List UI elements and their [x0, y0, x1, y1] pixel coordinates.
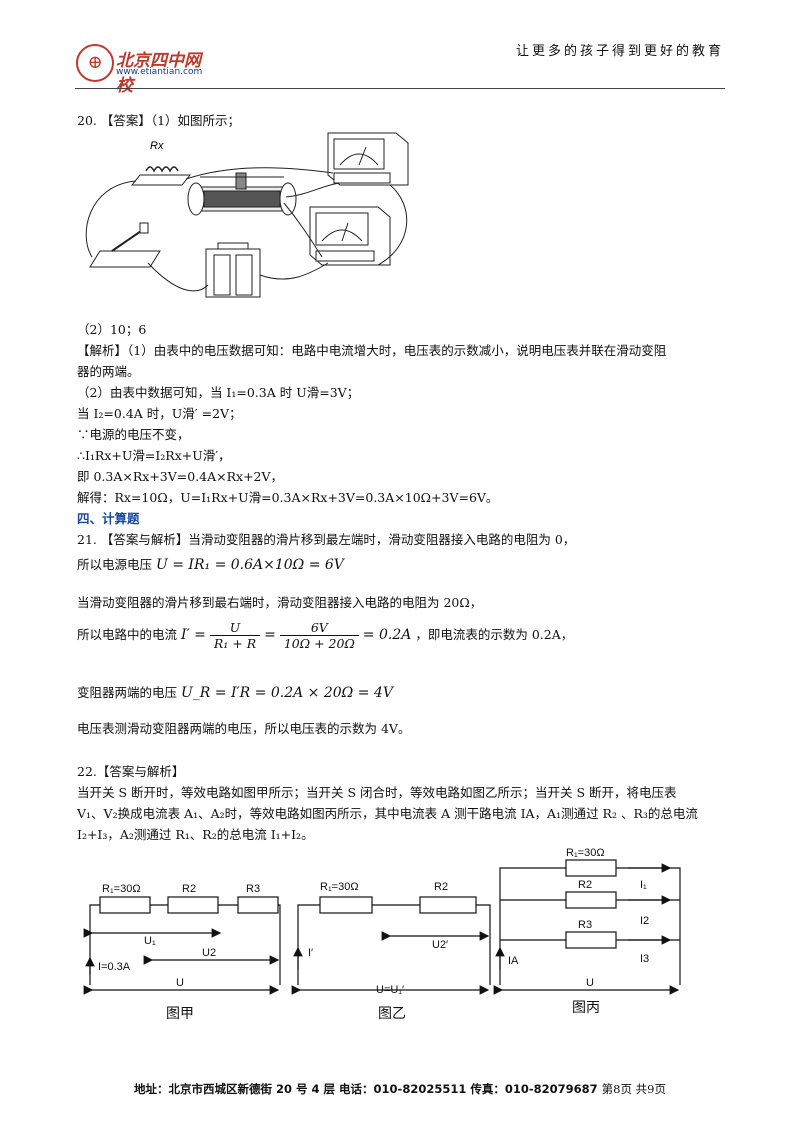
q21-eq2-rhs: = 0.2A: [362, 627, 412, 643]
rheostat-icon: [187, 172, 297, 216]
logo: ⊕ 北京四中网校 www.etiantian.com: [76, 44, 216, 96]
q20-analysis-4: 当 I₂=0.4A 时，U滑′ =2V；: [77, 406, 242, 421]
jia-r1-label: R₁=30Ω: [102, 883, 141, 895]
q21-line-4-text: 所以电路中的电流: [77, 627, 178, 642]
q21-line-3: 当滑动变阻器的滑片移到最右端时，滑动变阻器接入电路的电阻为 20Ω，: [77, 595, 483, 610]
jia-current-label: I=0.3A: [98, 961, 131, 973]
bing-u-label: U: [586, 977, 594, 989]
footer-page-number: 第8页 共9页: [601, 1082, 666, 1096]
ammeter-icon: [327, 132, 409, 186]
jia-r3-label: R3: [246, 883, 260, 895]
jia-u2-label: U2: [202, 947, 216, 959]
yi-r1-label: R₁=30Ω: [320, 881, 359, 893]
q21-line-1: 21. 【答案与解析】当滑动变阻器的滑片移到最左端时，滑动变阻器接入电路的电阻为…: [77, 532, 576, 547]
q21-line-5: 变阻器两端的电压 U_R = I′R = 0.2A × 20Ω = 4V: [77, 682, 393, 701]
yi-current-label: I′: [308, 947, 313, 959]
q20-analysis-1: 【解析】（1）由表中的电压数据可知：电路中电流增大时，电压表的示数减小，说明电压…: [77, 343, 667, 358]
logo-name: 北京四中网校: [116, 51, 201, 96]
jia-u-label: U: [176, 977, 184, 989]
q20-analysis-3: （2）由表中数据可知，当 I₁=0.3A 时 U滑=3V；: [77, 385, 360, 400]
logo-url: www.etiantian.com: [116, 67, 203, 77]
yi-u2-label: U2′: [432, 939, 448, 951]
circuit-diagrams: R₁=30Ω R2 R3 U₁ U2 I=0.3A U 图甲 R₁=30Ω R2…: [83, 847, 681, 1021]
header-divider: [75, 88, 725, 89]
q21-line-6: 电压表测滑动变阻器两端的电压，所以电压表的示数为 4V。: [77, 721, 411, 736]
rx-label: Rx: [150, 140, 164, 152]
q21-line-2-text: 所以电源电压: [77, 557, 153, 572]
q21-eq2-lhs: I′ =: [181, 627, 206, 643]
yi-u-label: U=U₁′: [376, 984, 404, 996]
section-heading: 四、计算题: [77, 511, 140, 526]
q20-analysis-6: ∴I₁Rx+U滑=I₂Rx+U滑′，: [77, 448, 231, 463]
q20-analysis-8: 解得：Rx=10Ω，U=I₁Rx+U滑=0.3A×Rx+3V=0.3A×10Ω+…: [77, 490, 499, 505]
q20-analysis-2: 器的两端。: [77, 364, 140, 379]
battery-icon: [205, 242, 261, 298]
slogan: 让更多的孩子得到更好的教育: [515, 44, 724, 59]
q22-line-3: V₁、V₂换成电流表 A₁、A₂时，等效电路如图丙所示，其中电流表 A 测干路电…: [77, 806, 698, 821]
bing-i2-label: I2: [640, 915, 649, 927]
q20-analysis-7: 即 0.3A×Rx+3V=0.4A×Rx+2V，: [77, 469, 284, 484]
q20-title: 20. 【答案】（1）如图所示；: [77, 113, 241, 128]
q21-line-2: 所以电源电压 U = IR₁ = 0.6A×10Ω = 6V: [77, 554, 344, 573]
yi-caption: 图乙: [378, 1005, 406, 1021]
q21-equation-3: U_R = I′R = 0.2A × 20Ω = 4V: [181, 685, 393, 701]
q21-line-5-text: 变阻器两端的电压: [77, 685, 178, 700]
q22-line-2: 当开关 S 断开时，等效电路如图甲所示；当开关 S 闭合时，等效电路如图乙所示；…: [77, 785, 677, 800]
jia-r2-label: R2: [182, 883, 196, 895]
resistor-rx-icon: Rx: [130, 140, 192, 186]
q22-line-4: I₂+I₃，A₂测通过 R₁、R₂的总电流 I₁+I₂。: [77, 827, 314, 842]
footer: 地址：北京市西城区新德街 20 号 4 层 电话：010-82025511 传真…: [0, 1081, 800, 1097]
switch-icon: [89, 222, 161, 268]
bing-r2-label: R2: [578, 879, 592, 891]
footer-address: 地址：北京市西城区新德街 20 号 4 层 电话：010-82025511 传真…: [134, 1082, 598, 1096]
q21-eq2-equals: =: [264, 627, 276, 643]
q22-line-1: 22.【答案与解析】: [77, 764, 185, 779]
bing-i1-label: I₁: [640, 879, 647, 891]
logo-emblem-icon: ⊕: [76, 44, 114, 82]
bing-r1-label: R₁=30Ω: [566, 847, 605, 859]
bing-caption: 图丙: [572, 999, 600, 1015]
bing-ia-label: IA: [508, 955, 519, 967]
q21-equation-1: U = IR₁ = 0.6A×10Ω = 6V: [156, 557, 344, 573]
q20-analysis-5: ∵电源的电压不变，: [77, 427, 190, 442]
yi-r2-label: R2: [434, 881, 448, 893]
bing-r3-label: R3: [578, 919, 592, 931]
jia-u1-label: U₁: [144, 935, 156, 947]
bing-i3-label: I3: [640, 953, 649, 965]
jia-caption: 图甲: [166, 1005, 194, 1021]
apparatus-figure: Rx: [85, 132, 409, 298]
q20-answer2: （2）10；6: [77, 322, 147, 337]
voltmeter-icon: [309, 206, 391, 266]
q21-line-4-post: ，即电流表的示数为 0.2A，: [415, 627, 574, 642]
